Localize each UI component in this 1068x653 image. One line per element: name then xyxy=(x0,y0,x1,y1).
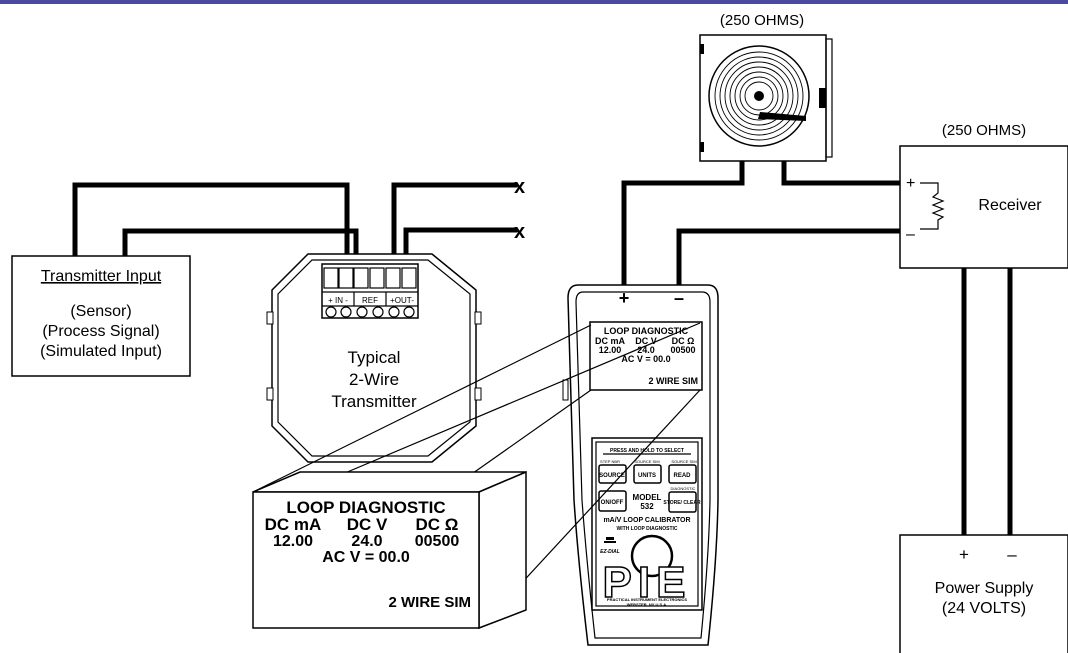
receiver-plus: + xyxy=(906,175,915,192)
key-mini-label: SOURCE SIM xyxy=(671,459,696,464)
model-label: MODEL xyxy=(633,493,662,502)
ez-dial-knob[interactable] xyxy=(630,534,674,578)
transmitter-input-line: (Simulated Input) xyxy=(40,343,162,360)
zoom-display-header: DC mA xyxy=(265,515,322,534)
zoom-display-ac-line: AC V = 00.0 xyxy=(322,549,410,566)
receiver-title: Receiver xyxy=(978,197,1042,214)
wire-cal-plus-recorder xyxy=(621,159,745,288)
wire-end-x: x xyxy=(514,176,525,198)
resistor-symbol xyxy=(920,182,945,230)
units-button[interactable] xyxy=(633,464,662,484)
calibrator-display xyxy=(589,321,703,391)
transmitter-label-line: Typical xyxy=(348,348,401,367)
transmitter-input-title: Transmitter Input xyxy=(41,268,162,285)
display-magnified xyxy=(252,491,480,629)
terminal-slots xyxy=(322,267,418,318)
terminal-label-in: + IN - xyxy=(328,296,348,305)
key-mini-label: SOURCE SIM xyxy=(634,459,659,464)
source-button[interactable] xyxy=(598,464,627,484)
power-supply: + – Power Supply (24 VOLTS) xyxy=(899,534,1068,653)
display-ac-line: AC V = 00.0 xyxy=(621,354,670,364)
power-supply-plus: + xyxy=(959,545,969,564)
model-number: 532 xyxy=(640,502,654,511)
transmitter-input-line: (Process Signal) xyxy=(42,323,159,340)
maker-name: PRACTICAL INSTRUMENT ELECTRONICS xyxy=(607,597,687,602)
power-supply-label: Power Supply xyxy=(935,580,1034,597)
display-value: 12.00 xyxy=(599,345,622,355)
zoom-display-value: 24.0 xyxy=(351,533,382,550)
receiver-minus: – xyxy=(906,226,915,243)
display-title: LOOP DIAGNOSTIC xyxy=(604,326,689,336)
receiver: (250 OHMS) + – Receiver xyxy=(899,122,1068,269)
units-button-label: UNITS xyxy=(638,473,656,479)
transmitter-input-line: (Sensor) xyxy=(70,303,131,320)
wire-end-x: x xyxy=(514,221,525,243)
zoom-display-header: DC Ω xyxy=(416,515,459,534)
display-value: 24.0 xyxy=(637,345,655,355)
receiver-resistance-label: (250 OHMS) xyxy=(942,122,1026,139)
product-name: mA/V LOOP CALIBRATOR xyxy=(603,517,690,524)
press-hold-label: PRESS AND HOLD TO SELECT xyxy=(610,448,684,454)
zoom-display-title: LOOP DIAGNOSTIC xyxy=(286,498,445,517)
zoom-callout: LOOP DIAGNOSTIC DC mA DC V DC Ω 12.00 24… xyxy=(252,322,701,630)
wires xyxy=(72,159,1013,538)
diagnostic-label: DIAGNOSTIC xyxy=(671,486,696,491)
display-header: DC V xyxy=(635,336,657,346)
transmitter-label-line: Transmitter xyxy=(331,392,417,411)
ez-dial-icon xyxy=(604,537,616,543)
display-header: DC mA xyxy=(595,336,626,346)
recorder-pen xyxy=(758,112,806,121)
recorder-dial xyxy=(708,45,810,147)
wire-recorder-receiver xyxy=(781,159,903,186)
zoom-display-value: 00500 xyxy=(415,533,460,550)
store-clear-button-label: STORE/ CLEAR xyxy=(663,500,701,506)
transmitter-input-box: Transmitter Input (Sensor) (Process Sign… xyxy=(11,255,191,377)
zoom-display-mode: 2 WIRE SIM xyxy=(388,594,471,611)
calibrator-plus: + xyxy=(619,288,630,308)
transmitter: + IN - REF +OUT- Typical 2-Wire Transmit… xyxy=(266,253,482,463)
read-button[interactable] xyxy=(668,464,697,484)
source-button-label: SOURCE xyxy=(599,473,625,479)
display-header: DC Ω xyxy=(672,336,695,346)
pie-logo: PIE xyxy=(603,558,692,607)
ez-dial-label: EZ-DIAL xyxy=(600,549,620,555)
chart-recorder: (250 OHMS) xyxy=(699,12,833,162)
display-value: 00500 xyxy=(670,345,695,355)
power-supply-voltage: (24 VOLTS) xyxy=(942,600,1026,617)
loop-calibrator: + – LOOP DIAGNOSTIC DC mA DC V DC Ω 12.0… xyxy=(562,284,719,646)
wire-cal-minus-receiver xyxy=(676,228,903,288)
wire-input-minus xyxy=(122,228,359,268)
wire-input-plus xyxy=(72,182,350,268)
power-supply-minus: – xyxy=(1007,545,1017,564)
terminal-label-out: +OUT- xyxy=(390,296,414,305)
read-button-label: READ xyxy=(673,473,691,479)
terminal-label-ref: REF xyxy=(362,296,378,305)
recorder-hub xyxy=(754,91,764,101)
calibrator-minus: – xyxy=(674,288,684,308)
transmitter-label-line: 2-Wire xyxy=(349,370,399,389)
store-clear-button[interactable] xyxy=(668,491,697,513)
wire-out-plus xyxy=(391,182,518,268)
maker-location: WEBSTER, NY U.S.A. xyxy=(627,602,668,607)
zoom-display-header: DC V xyxy=(347,515,388,534)
display-mode: 2 WIRE SIM xyxy=(648,376,698,386)
recorder-label: (250 OHMS) xyxy=(720,12,804,29)
header-bar xyxy=(0,0,1068,4)
on-off-button-label: ON/OFF xyxy=(601,500,624,506)
key-mini-label: STEP NBR xyxy=(600,459,620,464)
zoom-display-value: 12.00 xyxy=(273,533,313,550)
on-off-button[interactable] xyxy=(598,490,627,512)
product-subtitle: WITH LOOP DIAGNOSTIC xyxy=(616,526,677,532)
